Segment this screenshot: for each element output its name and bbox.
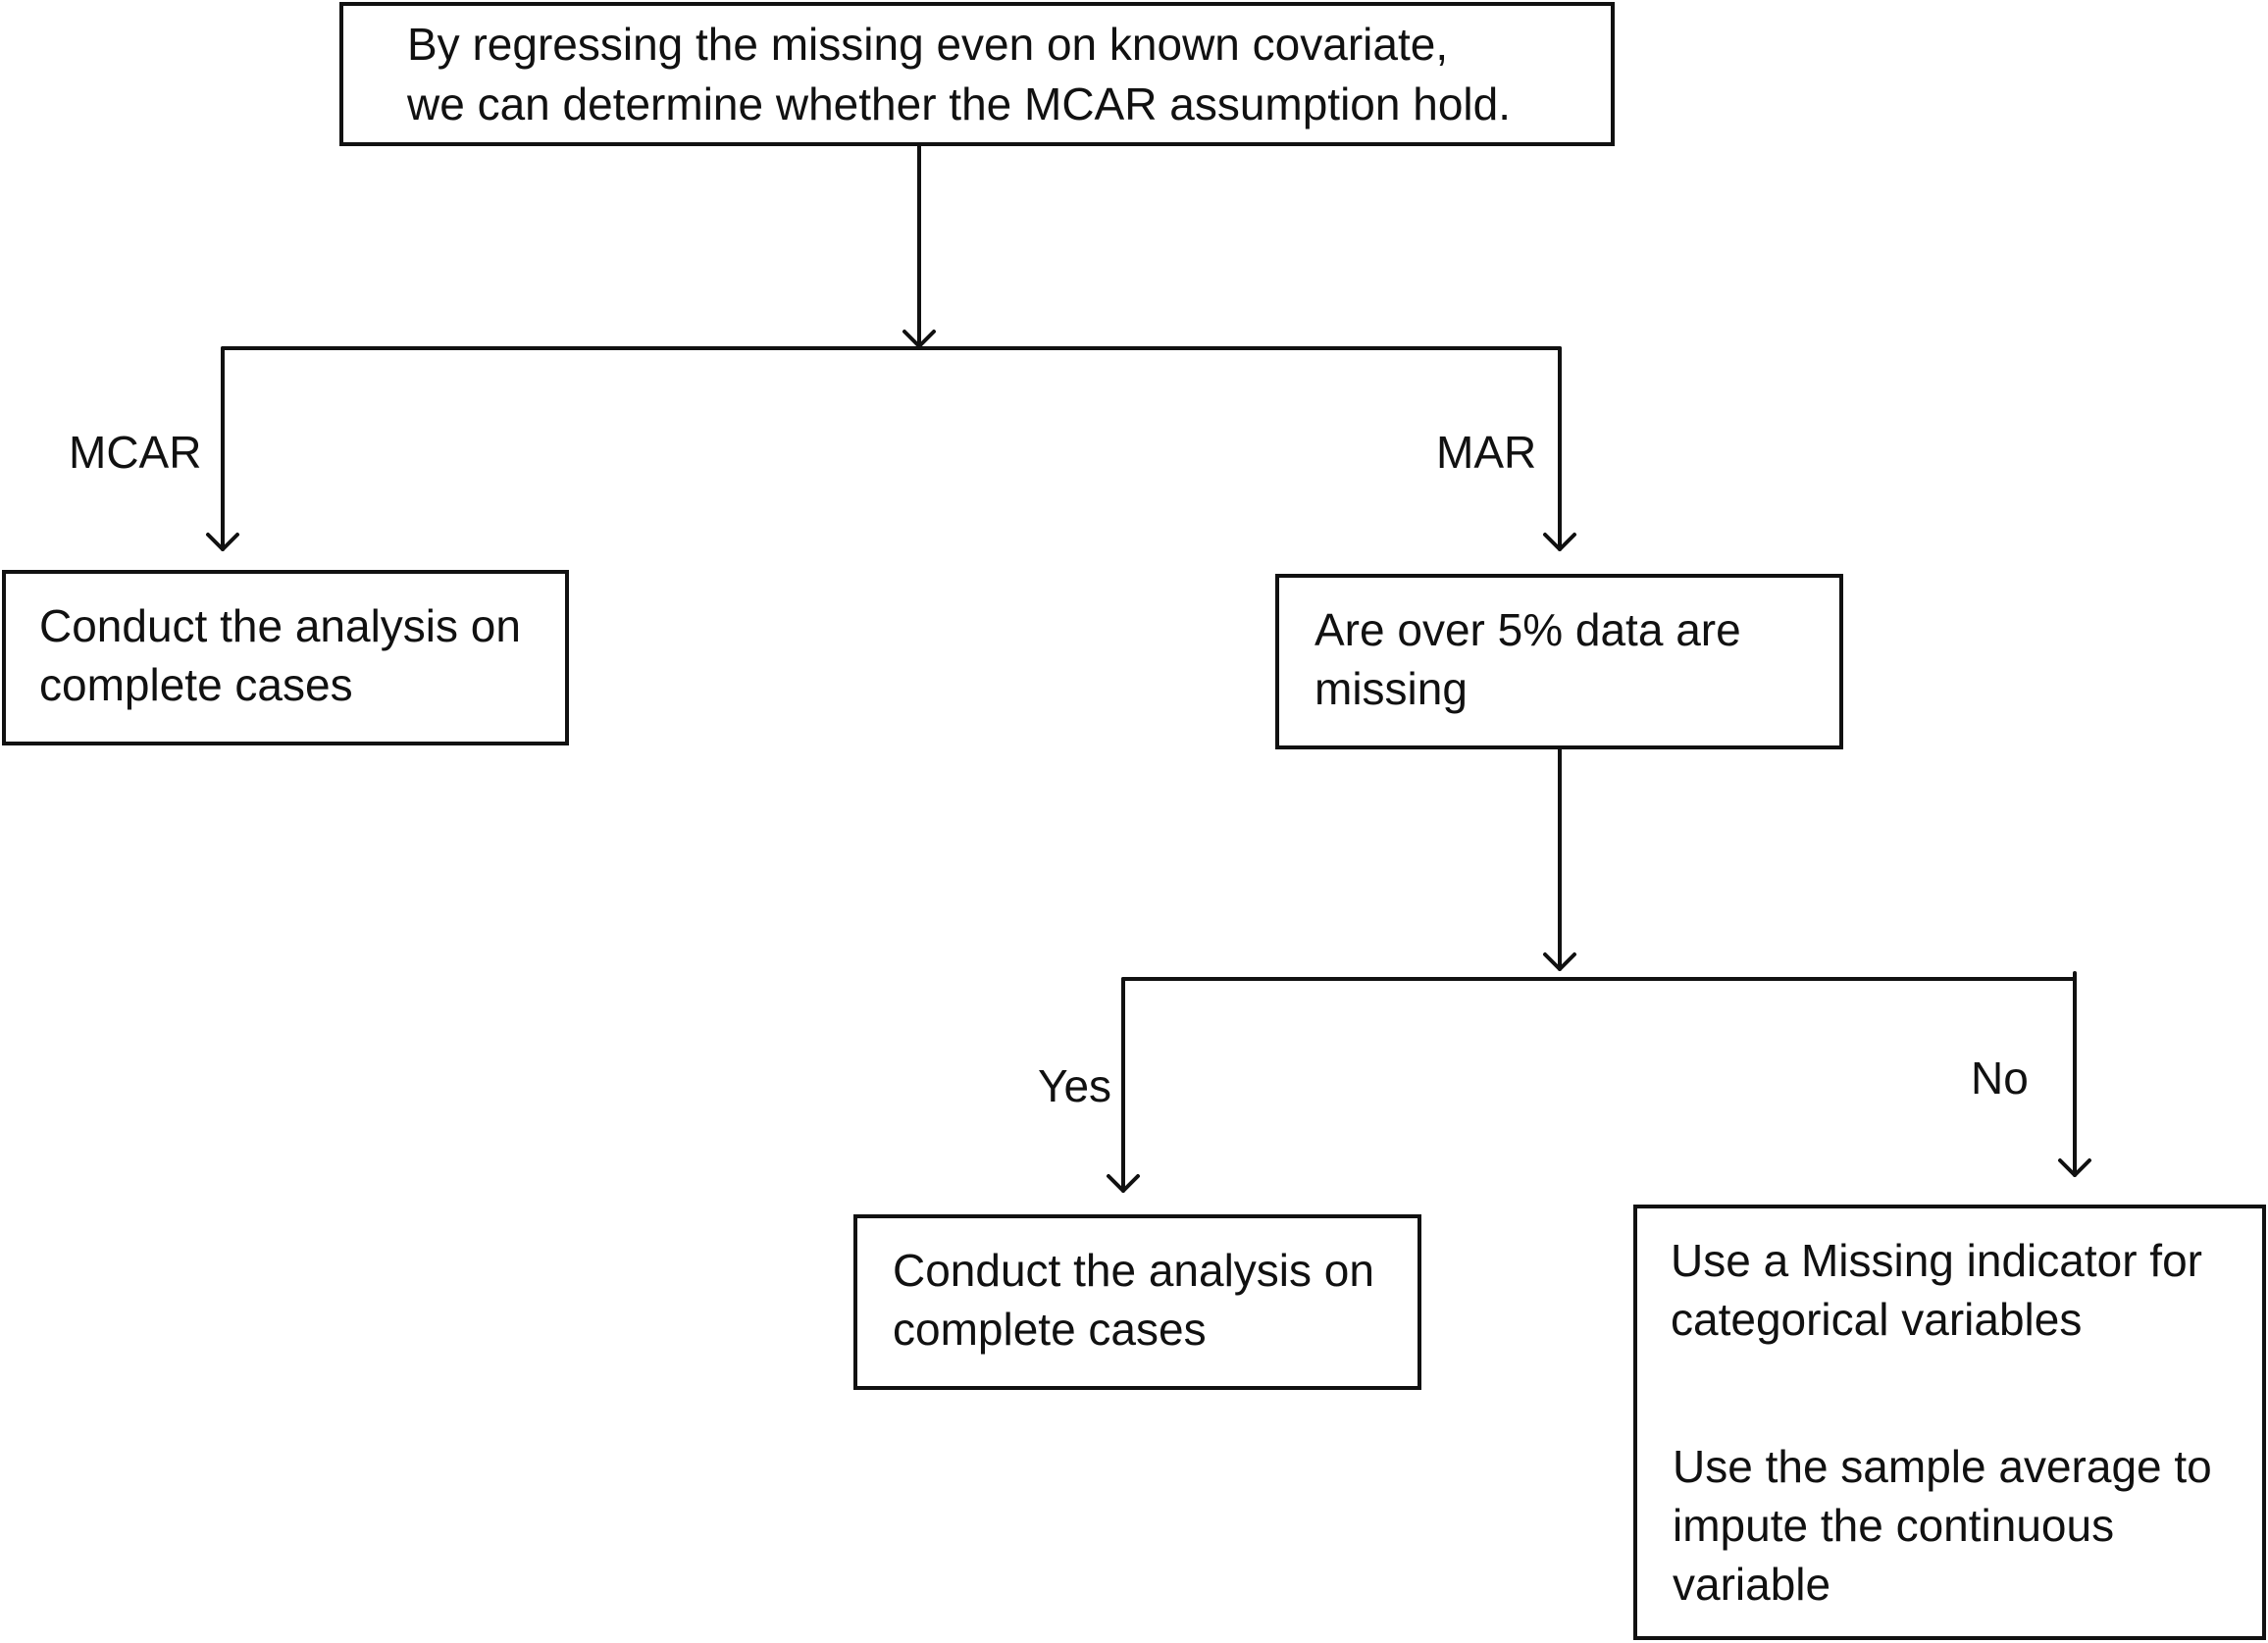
node-text-line: Conduct the analysis on xyxy=(893,1245,1374,1296)
node-missing-threshold-question: Are over 5% data are missing xyxy=(1275,574,1843,749)
node-text-line: missing xyxy=(1314,663,1468,714)
node-text-line: variable xyxy=(1673,1559,1831,1610)
arrowhead-yes xyxy=(1107,1174,1140,1193)
node-regression-check: By regressing the missing even on known … xyxy=(339,2,1615,146)
node-text-line: Use the sample average to xyxy=(1673,1441,2212,1492)
node-text-line: Conduct the analysis on xyxy=(39,600,521,651)
node-no-imputation-methods: Use a Missing indicator for categorical … xyxy=(1633,1205,2266,1640)
edge-label-yes: Yes xyxy=(1038,1060,1112,1111)
node-text-line: we can determine whether the MCAR assump… xyxy=(407,78,1512,129)
node-text-line: complete cases xyxy=(893,1304,1207,1355)
node-text-line: categorical variables xyxy=(1671,1294,2083,1345)
node-text-line: Are over 5% data are xyxy=(1314,604,1741,655)
arrowhead-mar xyxy=(1543,533,1576,551)
arrowhead-mcar xyxy=(206,533,239,551)
arrowhead-mar-split xyxy=(1543,952,1576,971)
edge-label-mar: MAR xyxy=(1436,427,1537,478)
edge-label-mcar: MCAR xyxy=(69,427,202,478)
node-yes-complete-cases: Conduct the analysis on complete cases xyxy=(853,1214,1421,1390)
arrowhead-no xyxy=(2058,1158,2091,1177)
node-text-line: impute the continuous xyxy=(1673,1500,2115,1551)
node-text-line: complete cases xyxy=(39,659,353,710)
edge-label-no: No xyxy=(1971,1053,2029,1104)
node-mcar-complete-cases: Conduct the analysis on complete cases xyxy=(2,570,569,745)
node-text-line: By regressing the missing even on known … xyxy=(407,19,1449,70)
node-text-line: Use a Missing indicator for xyxy=(1671,1235,2202,1286)
